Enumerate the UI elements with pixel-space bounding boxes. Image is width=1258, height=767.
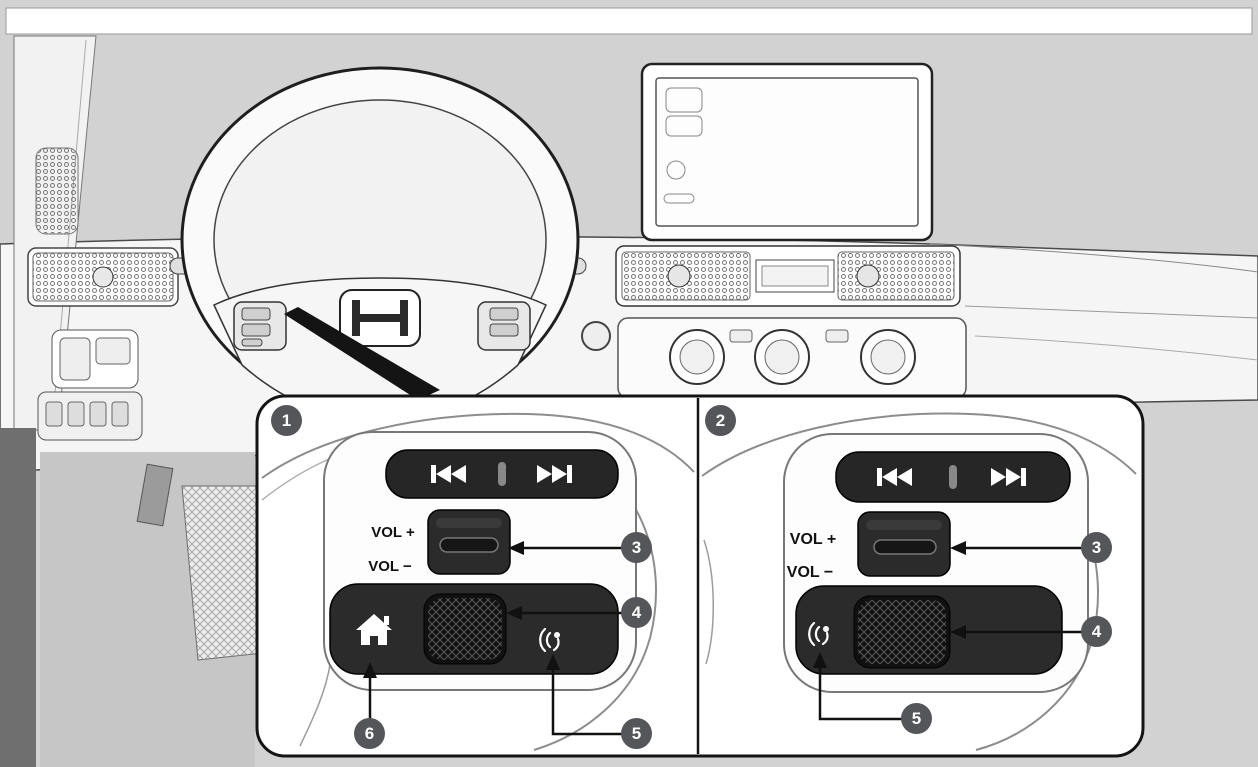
callout-number: 4 xyxy=(631,603,642,622)
volume-switch xyxy=(857,511,951,577)
lower-control-pod xyxy=(329,583,619,675)
panel1-artwork: VOL + VOL − xyxy=(261,412,695,751)
callout-badge-4-panel1: 4 xyxy=(621,597,652,628)
driver-air-vent xyxy=(27,247,179,307)
callout-number: 6 xyxy=(364,724,375,743)
callout-badge-3-panel2: 3 xyxy=(1081,532,1112,563)
footwell-area xyxy=(0,428,273,767)
lower-control-pod xyxy=(795,585,1063,675)
center-air-vents xyxy=(615,245,961,307)
callout-badge-6-panel1: 6 xyxy=(354,718,385,749)
volume-switch xyxy=(427,509,511,575)
callout-number: 3 xyxy=(631,538,642,557)
driver-switch-pod xyxy=(37,329,143,441)
left-spoke-controls xyxy=(233,301,287,351)
selector-wheel xyxy=(423,593,507,665)
vol-plus-label: VOL + xyxy=(371,524,415,541)
seek-switch xyxy=(385,449,619,499)
pointer-arrow xyxy=(284,307,440,400)
honda-logo xyxy=(339,289,421,347)
seek-switch xyxy=(835,451,1071,503)
callout-number: 2 xyxy=(715,411,726,430)
callout-number: 1 xyxy=(281,411,292,430)
callout-badge-4-panel2: 4 xyxy=(1081,616,1112,647)
callout-number: 4 xyxy=(1091,622,1102,641)
callout-badge-2: 2 xyxy=(705,405,736,436)
infotainment-screen xyxy=(640,62,934,242)
callout-number: 5 xyxy=(631,724,642,743)
callout-number: 3 xyxy=(1091,538,1102,557)
a-pillar xyxy=(13,35,97,431)
callout-badge-5-panel2: 5 xyxy=(901,703,932,734)
home-icon xyxy=(356,614,392,645)
vol-plus-label: VOL + xyxy=(790,531,836,548)
callout-badge-1: 1 xyxy=(271,405,302,436)
callout-leader-lines xyxy=(363,541,1082,736)
selector-wheel xyxy=(853,595,951,669)
climate-control-cluster xyxy=(617,317,967,399)
panel2-artwork: VOL + VOL − xyxy=(701,412,1137,751)
callout-badge-5-panel1: 5 xyxy=(621,718,652,749)
start-button-illustration xyxy=(581,321,611,351)
callout-badge-3-panel1: 3 xyxy=(621,532,652,563)
vol-minus-label: VOL − xyxy=(787,564,833,581)
callout-number: 5 xyxy=(911,709,922,728)
right-spoke-controls xyxy=(477,301,531,351)
vol-minus-label: VOL − xyxy=(368,558,412,575)
